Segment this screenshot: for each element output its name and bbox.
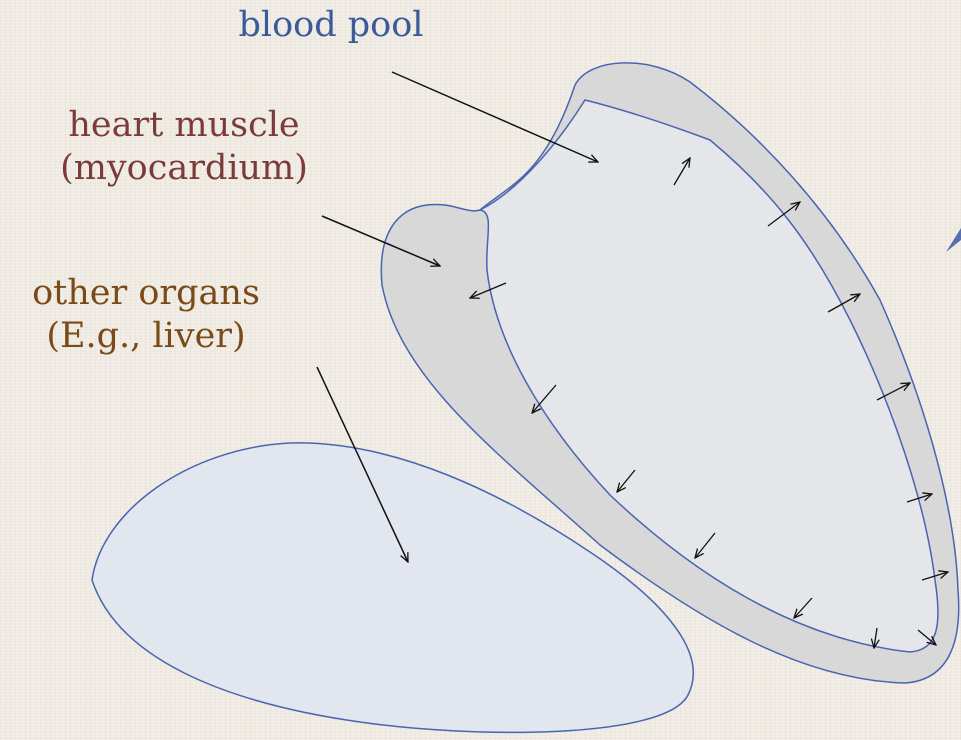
- other-organs-label-line1: other organs: [0, 272, 292, 315]
- heart-muscle-label: heart muscle (myocardium): [6, 104, 362, 190]
- heart-muscle-label-line2: (myocardium): [6, 147, 362, 190]
- blood-pool-label: blood pool: [186, 4, 476, 47]
- offscreen-arrow-fragment: [946, 228, 961, 252]
- other-organs-label: other organs (E.g., liver): [0, 272, 292, 358]
- other-organs-label-line2: (E.g., liver): [0, 315, 292, 358]
- heart-muscle-label-line1: heart muscle: [6, 104, 362, 147]
- blood-pool-label-text: blood pool: [186, 4, 476, 47]
